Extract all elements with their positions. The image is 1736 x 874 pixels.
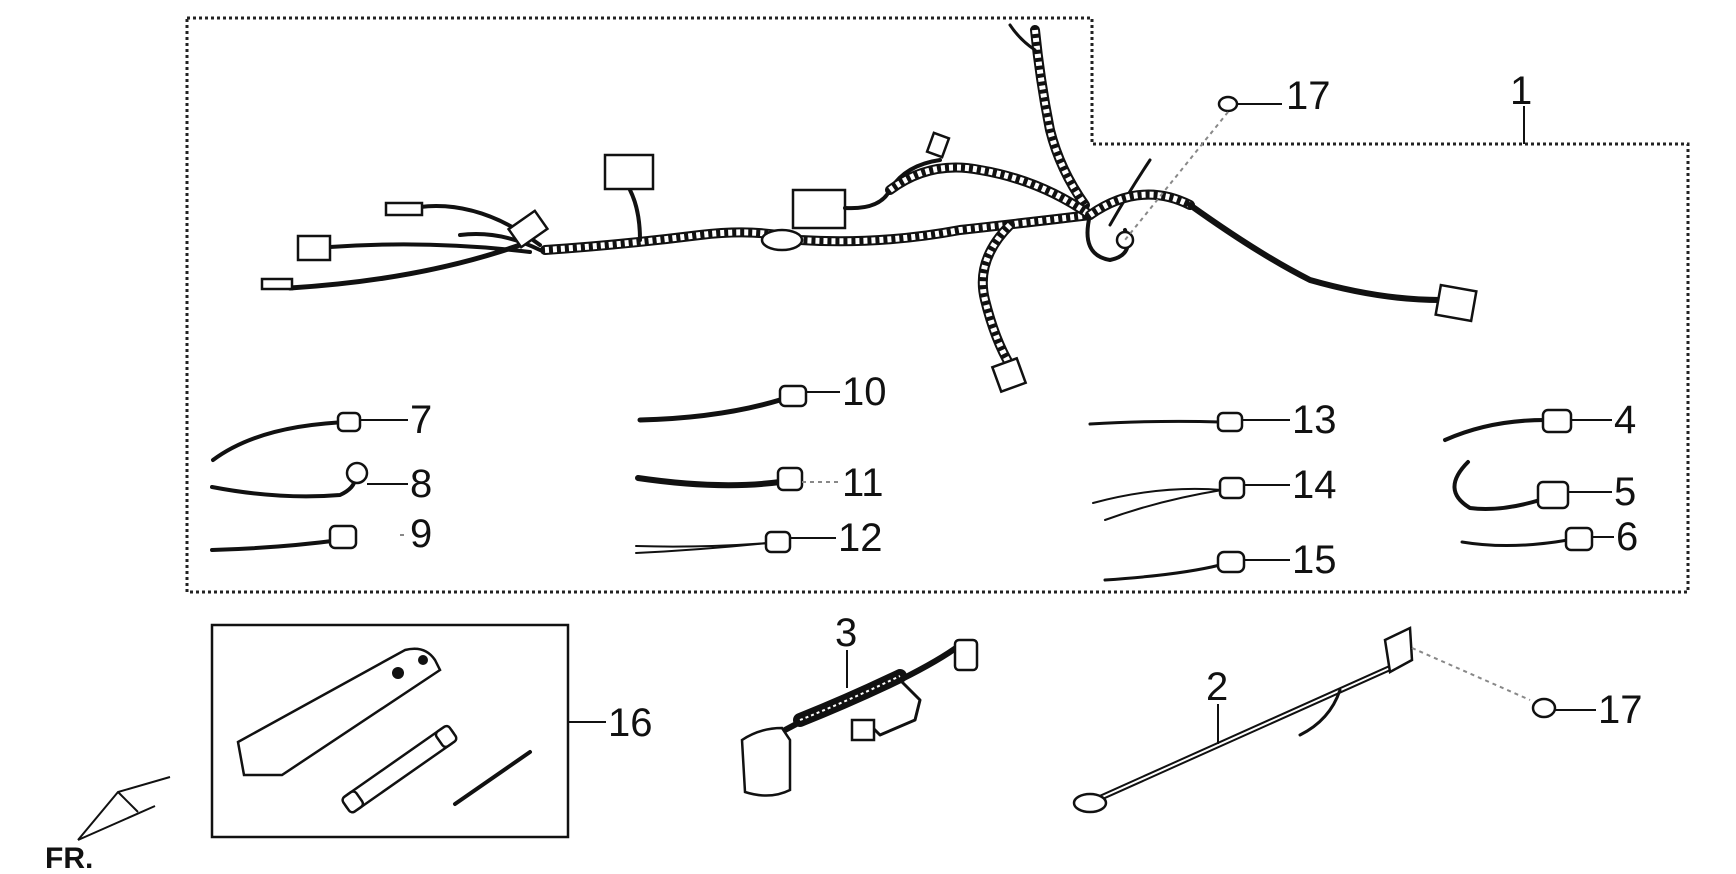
callout-8: 8 xyxy=(410,462,432,506)
sensor-lead-11 xyxy=(635,466,840,492)
callout-12: 12 xyxy=(838,516,883,560)
harness-connector-left-1 xyxy=(260,277,294,291)
harness-connector-bottom xyxy=(990,356,1028,394)
callout-11: 11 xyxy=(842,461,884,505)
part-2-ground-cable xyxy=(1072,626,1414,814)
sensor-lead-13 xyxy=(1088,411,1290,433)
callout-9: 9 xyxy=(410,512,432,556)
callout-2: 2 xyxy=(1206,665,1228,709)
sensor-lead-9 xyxy=(210,524,408,552)
harness-connector-top-2 xyxy=(791,188,847,230)
sensor-lead-10 xyxy=(637,384,840,423)
main-wiring-harness xyxy=(260,23,1478,394)
callout-17-upper: 17 xyxy=(1286,74,1331,118)
harness-connector-left-4 xyxy=(506,209,550,249)
bolt-17-upper xyxy=(1124,95,1282,241)
callout-3: 3 xyxy=(835,611,857,655)
callout-10: 10 xyxy=(842,370,887,414)
sensor-lead-14 xyxy=(1092,476,1290,521)
front-direction-arrow-icon xyxy=(77,776,171,841)
callout-15: 15 xyxy=(1292,538,1337,582)
callout-7: 7 xyxy=(410,398,432,442)
harness-ground-terminal xyxy=(1115,230,1135,250)
callout-1: 1 xyxy=(1510,69,1532,113)
harness-connector-left-2 xyxy=(296,234,332,262)
sensor-lead-6 xyxy=(1460,526,1614,552)
part-3-battery-cable xyxy=(740,638,979,797)
harness-group-outline xyxy=(185,16,1690,594)
sensor-lead-5 xyxy=(1452,460,1612,511)
callout-17-lower: 17 xyxy=(1598,688,1643,732)
harness-connector-left-3 xyxy=(384,201,424,217)
sensor-lead-15 xyxy=(1103,550,1290,582)
harness-clamp xyxy=(760,228,804,252)
bolt-17-lower xyxy=(1411,647,1596,719)
callout-6: 6 xyxy=(1616,515,1638,559)
harness-connector-top-3 xyxy=(925,131,951,159)
part-16-contents xyxy=(236,647,532,814)
sensor-lead-12 xyxy=(635,530,836,554)
sensor-lead-8 xyxy=(210,461,408,499)
harness-connector-right xyxy=(1434,283,1478,323)
harness-connector-top-1 xyxy=(603,153,655,191)
callout-5: 5 xyxy=(1614,470,1636,514)
callout-14: 14 xyxy=(1292,463,1337,507)
callout-13: 13 xyxy=(1292,398,1337,442)
sensor-lead-4 xyxy=(1443,408,1612,442)
callout-16: 16 xyxy=(608,701,653,745)
callout-4: 4 xyxy=(1614,398,1636,442)
part-16-box xyxy=(210,623,570,839)
sensor-lead-7 xyxy=(211,411,408,462)
front-direction-label: FR. xyxy=(45,842,93,874)
